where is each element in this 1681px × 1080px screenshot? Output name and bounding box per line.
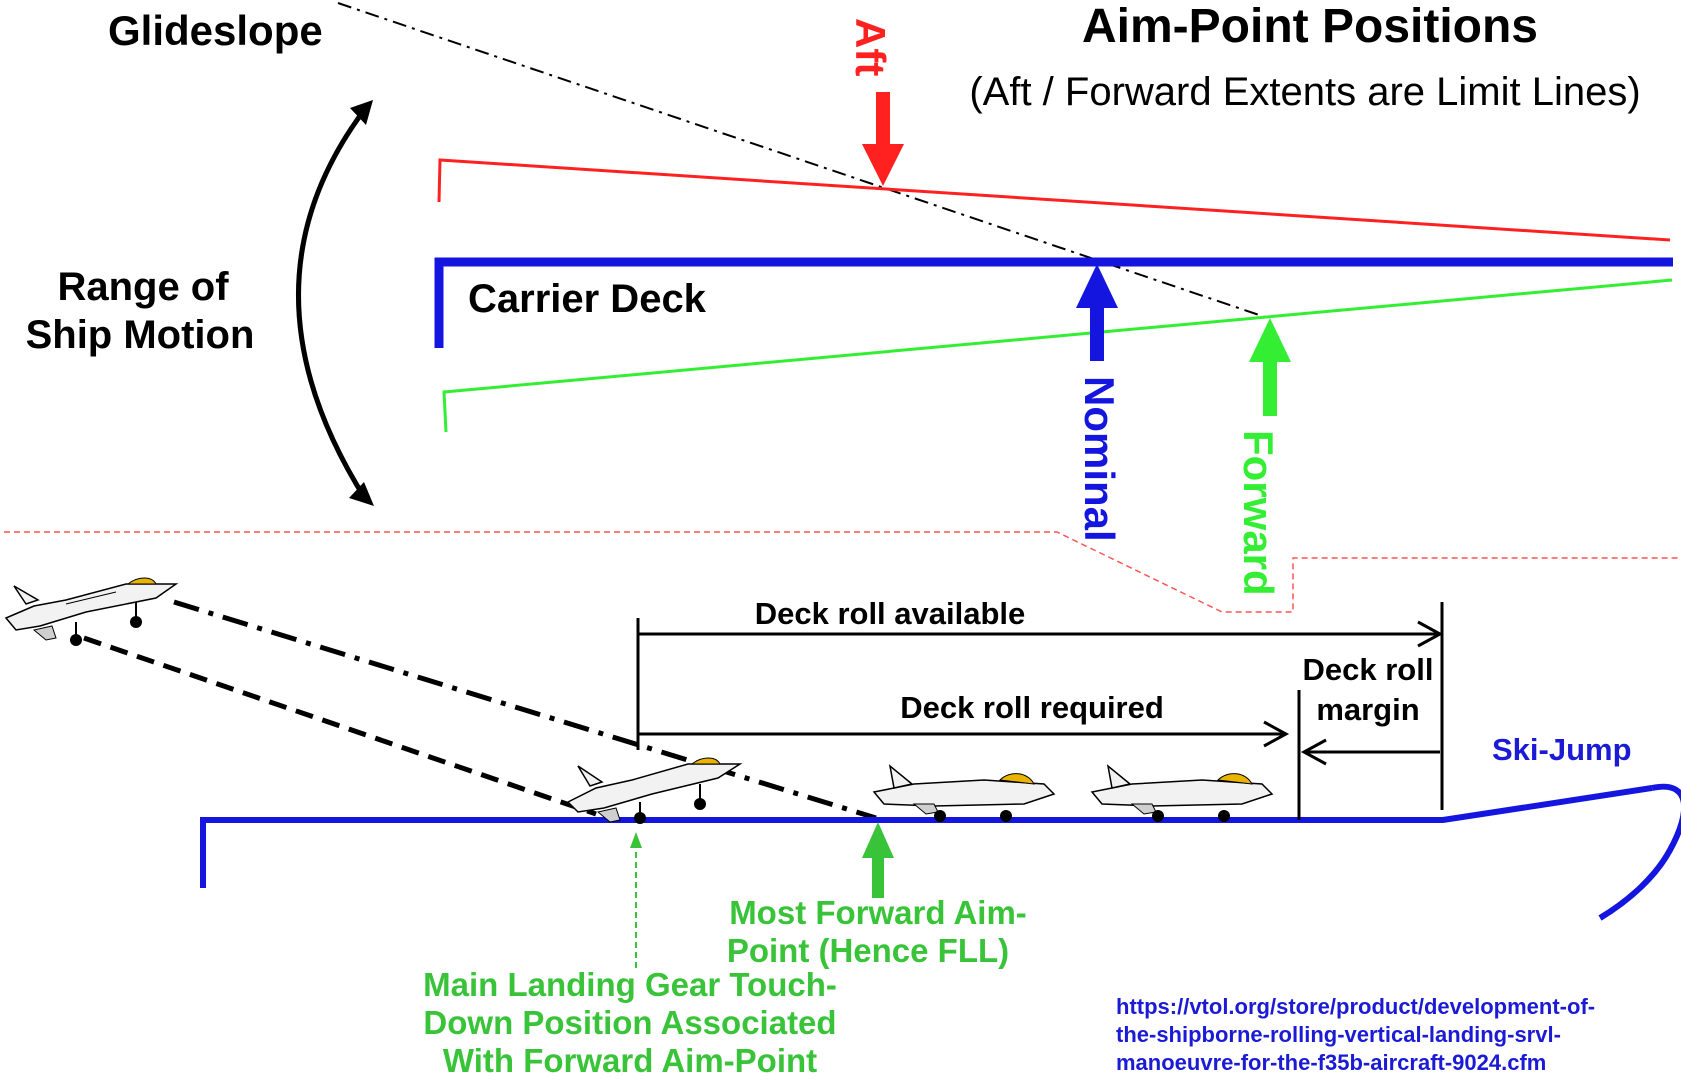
deck-roll-required-label: Deck roll required: [900, 690, 1164, 725]
most-forward-aim-label-1: Most Forward Aim-: [729, 894, 1027, 931]
deck-roll-margin-arrowhead-icon: [1300, 738, 1327, 766]
deck-roll-margin-label-1: Deck roll: [1303, 652, 1434, 687]
most-forward-aim-label-2: Point (Hence FLL): [727, 932, 1009, 969]
section-separator: [4, 531, 1678, 613]
nominal-arrow-shaft: [1090, 305, 1104, 361]
deck-roll-available-arrowhead-icon: [1417, 620, 1444, 648]
aircraft-rolling-1-icon: [872, 764, 1056, 822]
source-url-line2: the-shipborne-rolling-vertical-landing-s…: [1116, 1022, 1561, 1047]
ship-motion-arc: [296, 103, 370, 502]
glideslope-label: Glideslope: [108, 7, 323, 54]
nominal-carrier-deck-line: [434, 257, 1673, 348]
aft-arrow-shaft: [876, 92, 890, 154]
forward-label: Forward: [1235, 430, 1282, 596]
most-forward-aim-arrow-icon: [862, 822, 894, 858]
range-of-ship-motion-line2: Ship Motion: [26, 313, 255, 357]
ski-jump-label: Ski-Jump: [1492, 732, 1632, 767]
aircraft-approach-icon: [4, 577, 179, 646]
deck-roll-margin-label-2: margin: [1316, 692, 1419, 727]
ship-motion-arrow-up-icon: [350, 100, 373, 125]
ski-jump-ramp: [1598, 783, 1681, 921]
forward-arrow-icon: [1249, 318, 1291, 362]
aft-label: Aft: [847, 18, 894, 76]
main-gear-label-1: Main Landing Gear Touch-: [423, 966, 837, 1003]
forward-arrow-shaft: [1263, 360, 1277, 416]
aircraft-touchdown-icon: [566, 757, 743, 824]
main-gear-label-3: With Forward Aim-Point: [443, 1042, 817, 1079]
main-gear-touchdown-arrow-icon: [630, 832, 642, 848]
main-gear-label-2: Down Position Associated: [423, 1004, 836, 1041]
approach-gear-line: [83, 635, 597, 817]
source-url-line3: manoeuvre-for-the-f35b-aircraft-9024.cfm: [1116, 1050, 1546, 1075]
deck-roll-required-arrowhead-icon: [1263, 720, 1290, 748]
ship-deck-line: [200, 785, 1653, 888]
aircraft-rolling-2-icon: [1090, 764, 1274, 822]
source-url-line1: https://vtol.org/store/product/developme…: [1116, 994, 1595, 1019]
page-title: Aim-Point Positions: [1082, 0, 1538, 53]
approach-aim-line: [173, 599, 877, 821]
page-subtitle: (Aft / Forward Extents are Limit Lines): [969, 70, 1640, 114]
most-forward-aim-arrow-shaft: [872, 856, 884, 898]
carrier-deck-label: Carrier Deck: [468, 277, 707, 321]
range-of-ship-motion-line1: Range of: [57, 265, 229, 309]
forward-limit-line: [442, 278, 1673, 433]
ship-motion-arrow-down-icon: [349, 482, 374, 506]
deck-roll-available-label: Deck roll available: [755, 596, 1026, 631]
aft-limit-line: [437, 158, 1671, 242]
aft-arrow-icon: [862, 144, 904, 186]
nominal-arrow-icon: [1076, 264, 1118, 308]
nominal-label: Nominal: [1076, 376, 1123, 542]
